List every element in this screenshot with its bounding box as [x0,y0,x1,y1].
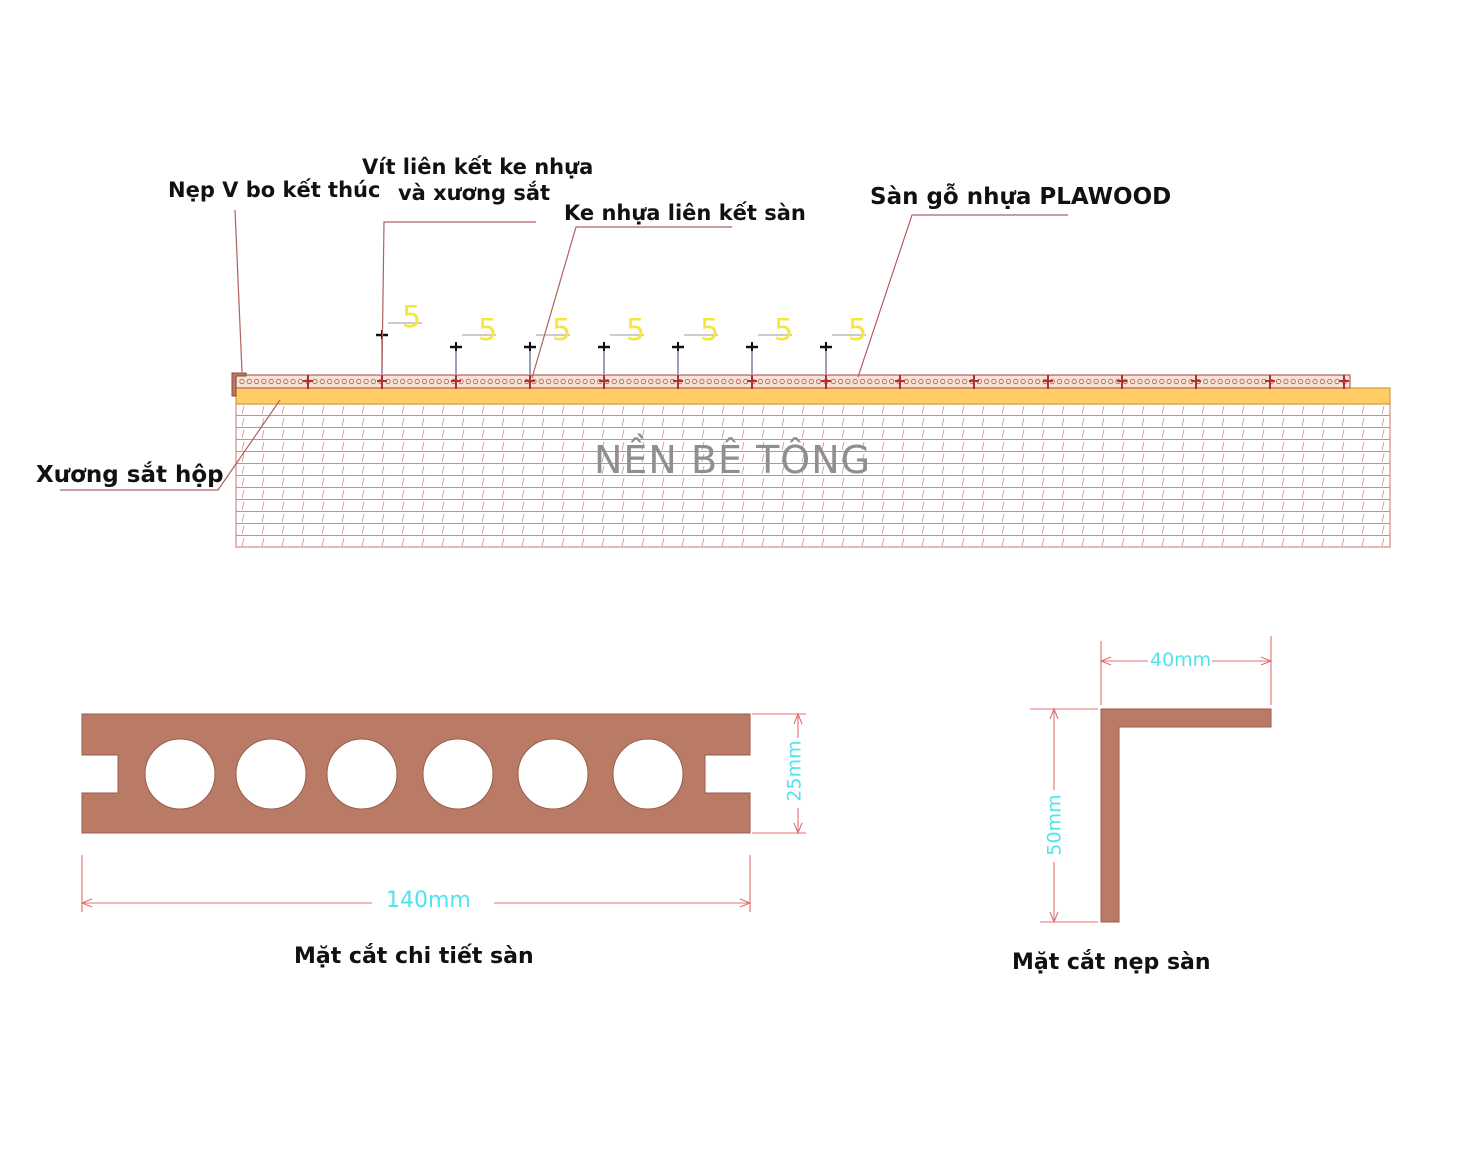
screw [820,334,866,374]
label-san-go: Sàn gỗ nhựa PLAWOOD [870,184,1172,210]
screw [524,334,570,374]
plastic-clips [303,375,1349,389]
board-hole [612,738,684,810]
screw [746,334,792,374]
screw-number: 5 [552,313,572,348]
label-xuong-sat: Xương sắt hộp [36,462,224,488]
screw-number: 5 [402,300,422,335]
board-dimension-lines [80,712,806,912]
screw [450,334,496,374]
label-vit-line2: và xương sắt [397,181,551,205]
screw-number: 5 [478,313,498,348]
concrete-base [235,403,1391,548]
deck-board-section [81,713,751,834]
screw [598,334,644,374]
dim-trim-height: 50mm [1043,794,1066,856]
board-hole [144,738,216,810]
dim-trim-width: 40mm [1150,649,1212,671]
leader-ke-nhua [531,226,732,379]
label-ke-nhua: Ke nhựa liên kết sàn [564,201,806,225]
screw-number: 5 [848,313,868,348]
screw [672,334,718,374]
board-hole [235,738,307,810]
board-hole [517,738,589,810]
leader-vit [381,221,536,371]
label-mat-cat-san: Mặt cắt chi tiết sàn [294,944,534,969]
board-hole [422,738,494,810]
dim-board-thickness: 25mm [783,740,806,802]
deck-board-strip [235,374,1351,389]
leader-xuong-sat [60,399,281,491]
leader-lines [60,209,1068,491]
screws [376,322,866,374]
end-trim-profile [231,372,247,397]
leader-san-go [857,214,1068,378]
label-vit-line1: Vít liên kết ke nhựa [362,155,594,179]
label-nen-be-tong: NỀN BÊ TÔNG [594,438,872,482]
board-hole [326,738,398,810]
trim-section [1100,708,1272,923]
leader-nep-v [234,209,243,373]
label-nep-v: Nẹp V bo kết thúc [168,178,381,202]
screw-number: 5 [700,313,720,348]
dim-board-width: 140mm [386,888,471,913]
label-mat-cat-nep: Mặt cắt nẹp sàn [1012,950,1211,975]
trim-dimension-lines [1030,636,1273,924]
iron-joist [235,387,1391,405]
screw-number: 5 [626,313,646,348]
board-section-holes [144,738,684,810]
label-vit: Vít liên kết ke nhựa và xương sắt [362,154,594,206]
screw-number: 5 [774,313,794,348]
